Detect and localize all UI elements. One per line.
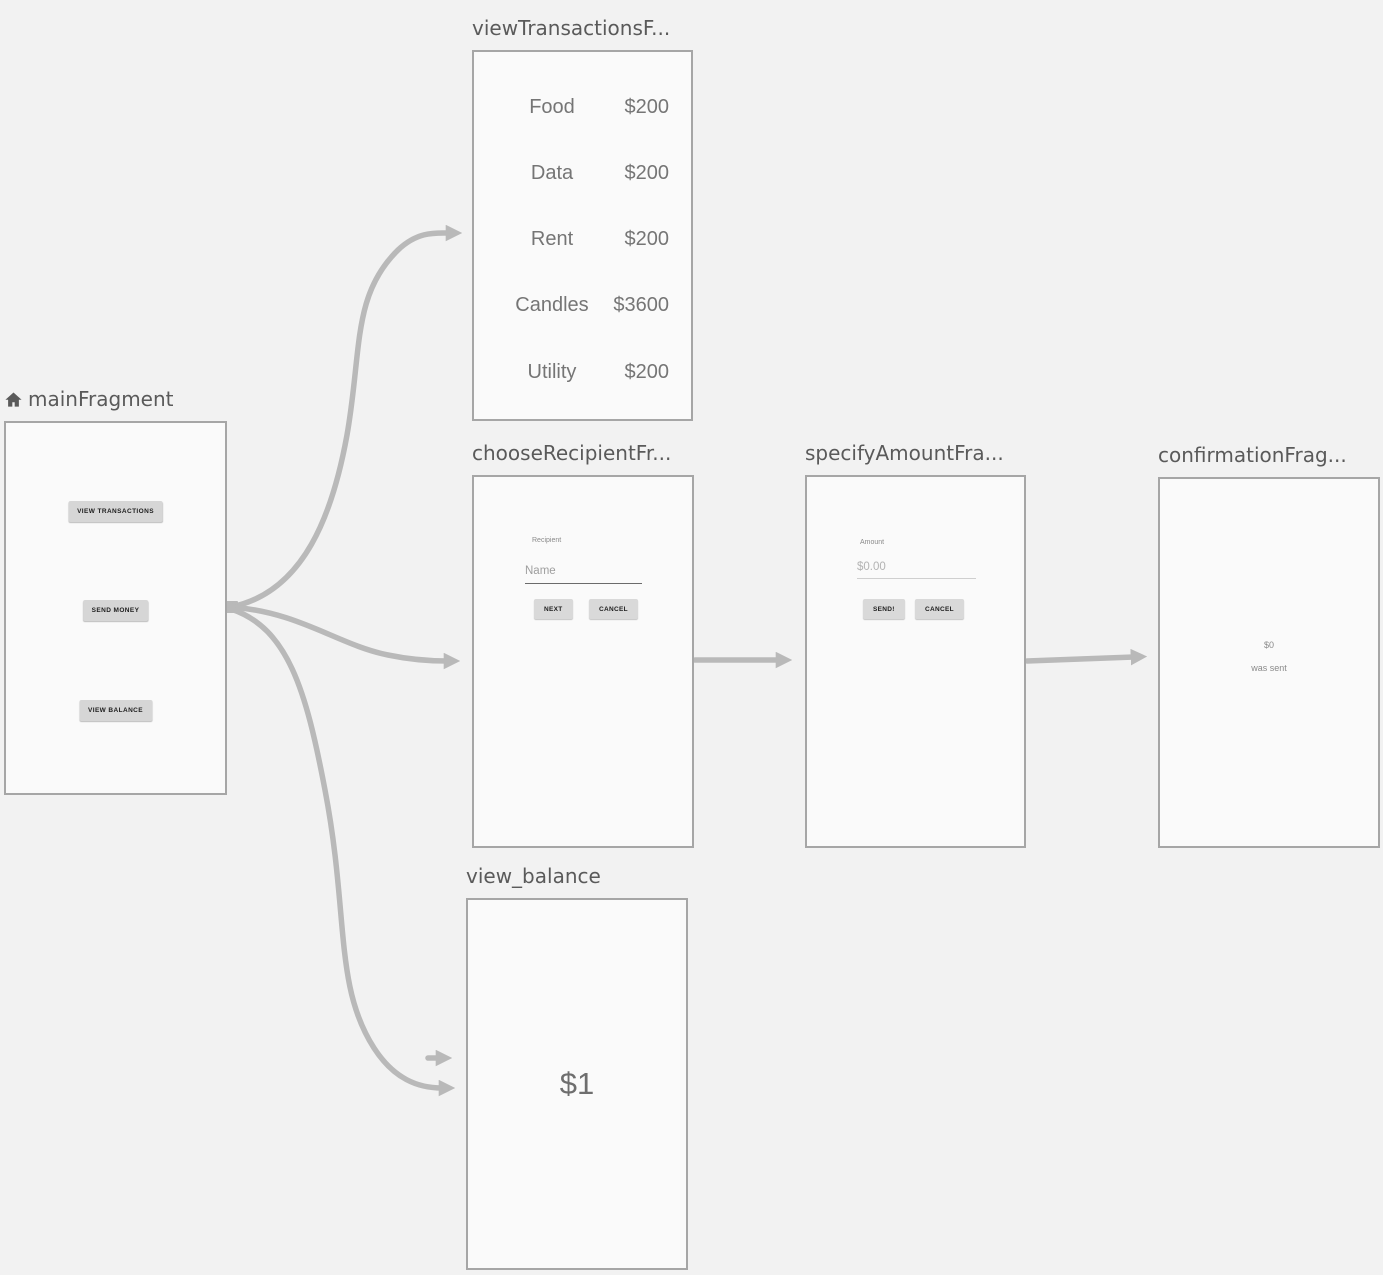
transaction-label: Food: [529, 95, 575, 118]
fragment-specify-amount[interactable]: specifyAmountFra... Amount $0.00 SEND! C…: [805, 441, 1026, 848]
fragment-view-transactions-title: viewTransactionsF...: [472, 13, 670, 43]
cancel-button[interactable]: CANCEL: [915, 599, 964, 619]
fragment-choose-recipient[interactable]: chooseRecipientFr... Recipient Name NEXT…: [472, 441, 694, 848]
fragment-main-title: mainFragment: [4, 384, 174, 414]
fragment-specify-amount-title: specifyAmountFra...: [805, 438, 1004, 468]
action-arrow-main-to-view-balance[interactable]: [228, 606, 456, 1097]
balance-value: $1: [559, 1066, 595, 1101]
fragment-confirmation-preview[interactable]: $0 was sent: [1158, 477, 1380, 848]
recipient-name-input[interactable]: Name: [525, 565, 556, 577]
transaction-row: Data $200: [474, 160, 691, 186]
amount-input[interactable]: $0.00: [857, 561, 886, 573]
send-money-button[interactable]: SEND MONEY: [82, 600, 149, 621]
transaction-amount: $200: [624, 360, 670, 383]
view-transactions-button[interactable]: VIEW TRANSACTIONS: [68, 501, 163, 522]
action-arrow-main-to-view-transactions[interactable]: [228, 224, 463, 610]
fragment-main-preview[interactable]: VIEW TRANSACTIONS SEND MONEY VIEW BALANC…: [4, 421, 227, 795]
send-button[interactable]: SEND!: [863, 599, 905, 619]
confirmation-message: was sent: [1251, 663, 1287, 673]
transaction-row: Rent $200: [474, 226, 691, 252]
transaction-label: Data: [530, 161, 574, 184]
fragment-confirmation-title-label: confirmationFrag...: [1158, 443, 1347, 467]
fragment-view-transactions[interactable]: viewTransactionsF... Food $200 Data $200…: [472, 16, 693, 421]
transaction-label: Utility: [527, 360, 577, 383]
fragment-view-balance-title-label: view_balance: [466, 864, 601, 888]
transaction-amount: $3600: [613, 293, 669, 316]
transaction-amount: $200: [624, 95, 670, 118]
action-arrow-specify-amount-to-confirmation[interactable]: [1024, 648, 1148, 666]
transaction-row: Candles $3600: [474, 292, 691, 318]
next-button[interactable]: NEXT: [534, 599, 573, 619]
fragment-confirmation-title: confirmationFrag...: [1158, 440, 1347, 470]
fragment-confirmation[interactable]: confirmationFrag... $0 was sent: [1158, 443, 1380, 848]
transaction-label: Candles: [515, 293, 589, 316]
fragment-main[interactable]: mainFragment VIEW TRANSACTIONS SEND MONE…: [4, 387, 227, 795]
amount-field-label: Amount: [860, 539, 885, 546]
transaction-row: Food $200: [474, 94, 691, 120]
fragment-specify-amount-preview[interactable]: Amount $0.00 SEND! CANCEL: [805, 475, 1026, 848]
recipient-field-label: Recipient: [532, 537, 562, 544]
transaction-row: Utility $200: [474, 359, 691, 385]
fragment-main-title-label: mainFragment: [28, 387, 174, 411]
cancel-button[interactable]: CANCEL: [589, 599, 638, 619]
amount-input-underline: [857, 578, 976, 579]
transaction-amount: $200: [624, 161, 670, 184]
action-arrow-main-to-choose-recipient[interactable]: [228, 604, 461, 670]
fragment-view-transactions-preview[interactable]: Food $200 Data $200 Rent $200 Candles $3…: [472, 50, 693, 421]
fragment-view-balance-title: view_balance: [466, 861, 601, 891]
fragment-choose-recipient-title-label: chooseRecipientFr...: [472, 441, 672, 465]
fragment-choose-recipient-preview[interactable]: Recipient Name NEXT CANCEL: [472, 475, 694, 848]
recipient-input-underline: [525, 583, 642, 584]
transaction-amount: $200: [624, 227, 670, 250]
fragment-view-balance-preview[interactable]: $1: [466, 898, 688, 1270]
home-icon: [5, 392, 22, 407]
fragment-choose-recipient-title: chooseRecipientFr...: [472, 438, 671, 468]
transaction-label: Rent: [530, 227, 574, 250]
fragment-specify-amount-title-label: specifyAmountFra...: [805, 441, 1004, 465]
view-balance-button[interactable]: VIEW BALANCE: [79, 700, 152, 721]
fragment-view-balance[interactable]: view_balance $1: [466, 864, 688, 1270]
confirmation-amount: $0: [1263, 640, 1274, 650]
fragment-view-transactions-title-label: viewTransactionsF...: [472, 16, 671, 40]
